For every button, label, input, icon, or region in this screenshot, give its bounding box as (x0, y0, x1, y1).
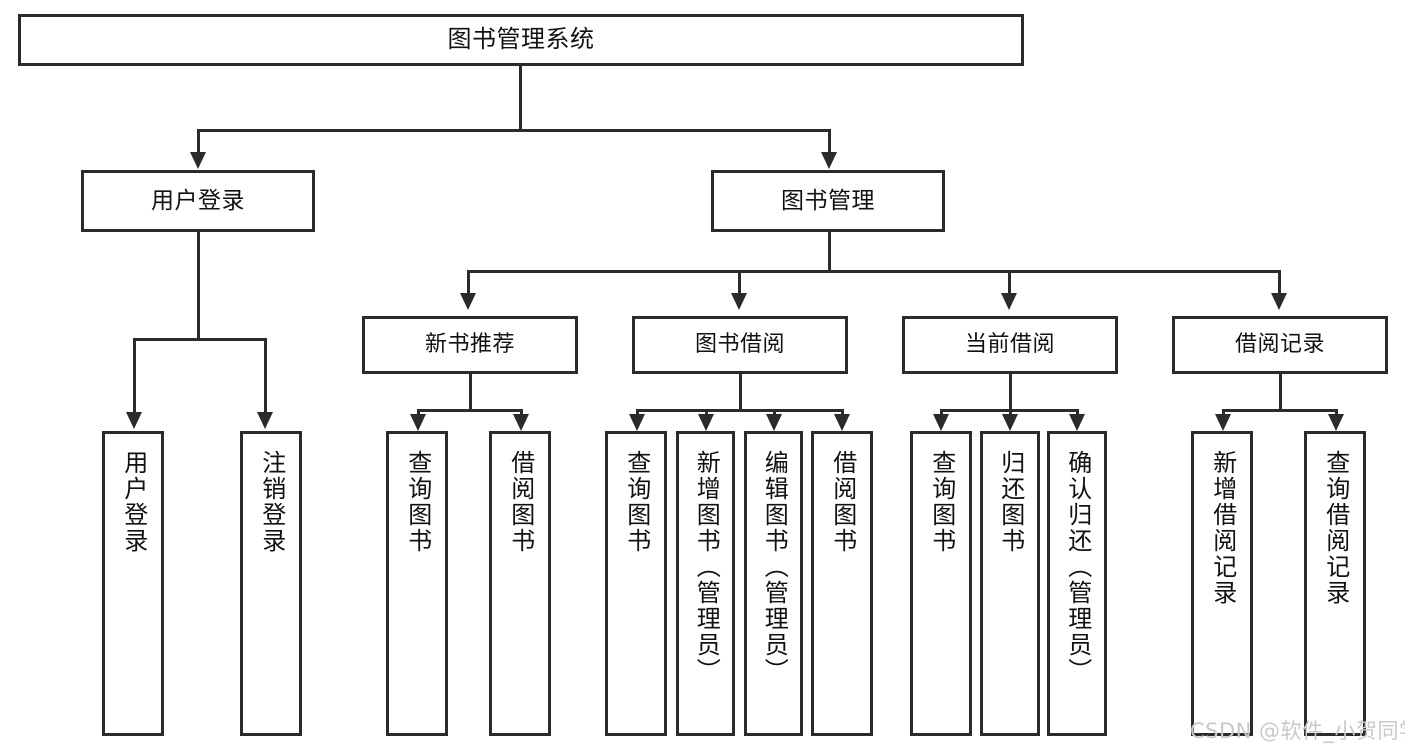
node-label: 用户登录 (119, 450, 148, 554)
node-label: 新书推荐 (424, 332, 515, 358)
node-label: 借阅记录 (1234, 332, 1325, 358)
connector-current-borrow-trunk (1009, 374, 1012, 411)
node-label: 用户登录 (151, 187, 245, 214)
connector-root-trunk (519, 66, 522, 129)
leaf-logout[interactable]: 注销登录 (240, 431, 302, 736)
leaf-rec-add-record[interactable]: 新增借阅记录 (1191, 431, 1253, 736)
connector-drop-rec-query (1335, 409, 1338, 417)
node-user-login[interactable]: 用户登录 (81, 170, 315, 232)
node-book-borrow[interactable]: 图书借阅 (632, 316, 848, 374)
arrow-leaf-logout (257, 412, 273, 429)
node-current-borrow[interactable]: 当前借阅 (902, 316, 1118, 374)
node-new-book-recommend[interactable]: 新书推荐 (362, 316, 578, 374)
connector-drop-user-login (197, 129, 200, 156)
node-label: 查询图书 (403, 450, 432, 554)
leaf-cb-query-book[interactable]: 查询图书 (910, 431, 972, 736)
node-borrow-records[interactable]: 借阅记录 (1172, 316, 1388, 374)
node-label: 新增图书（管理员） (692, 450, 721, 684)
node-label: 新增借阅记录 (1208, 450, 1237, 606)
node-label: 注销登录 (257, 450, 286, 554)
connector-drop-borrow-records (1278, 270, 1281, 296)
node-label: 图书管理 (781, 187, 875, 214)
connector-drop-bb-add (705, 409, 708, 417)
leaf-bb-add-book-admin[interactable]: 新增图书（管理员） (676, 431, 735, 736)
connector-drop-cb-return (1009, 409, 1012, 417)
node-label: 查询借阅记录 (1321, 450, 1350, 606)
connector-drop-rec-add (1222, 409, 1225, 417)
node-book-management[interactable]: 图书管理 (711, 170, 945, 232)
arrow-user-login (190, 152, 206, 169)
connector-drop-leaf-logout (264, 338, 267, 415)
connector-level2-bus (197, 129, 831, 132)
arrow-cb-query (933, 414, 949, 431)
connector-records-trunk (1279, 374, 1282, 411)
arrow-current-borrow (1001, 293, 1017, 310)
arrow-nb-borrow (513, 414, 529, 431)
leaf-user-login[interactable]: 用户登录 (102, 431, 164, 736)
node-label: 借阅图书 (506, 450, 535, 554)
leaf-cb-return-book[interactable]: 归还图书 (980, 431, 1040, 736)
connector-user-login-bus (133, 338, 264, 341)
node-label: 归还图书 (996, 450, 1025, 554)
connector-drop-bb-borrow (841, 409, 844, 417)
connector-drop-leaf-user-login (133, 338, 136, 415)
connector-drop-current-borrow (1008, 270, 1011, 296)
arrow-cb-return (1002, 414, 1018, 431)
connector-drop-new-book (467, 270, 470, 296)
leaf-bb-edit-book-admin[interactable]: 编辑图书（管理员） (744, 431, 803, 736)
node-label: 图书借阅 (694, 332, 785, 358)
arrow-new-book (460, 293, 476, 310)
leaf-nb-query-book[interactable]: 查询图书 (386, 431, 448, 736)
connector-drop-book-borrow (738, 270, 741, 296)
arrow-leaf-user-login (126, 412, 142, 429)
arrow-borrow-records (1271, 293, 1287, 310)
node-label: 借阅图书 (828, 450, 857, 554)
node-root-system[interactable]: 图书管理系统 (18, 14, 1024, 66)
connector-book-mgmt-trunk (828, 232, 831, 272)
connector-drop-cb-query (940, 409, 943, 417)
connector-records-bus (1222, 409, 1338, 412)
node-label: 查询图书 (622, 450, 651, 554)
connector-new-book-bus (417, 409, 523, 412)
node-label: 编辑图书（管理员） (760, 450, 789, 684)
node-label: 查询图书 (927, 450, 956, 554)
connector-drop-bb-query (636, 409, 639, 417)
leaf-cb-confirm-return-admin[interactable]: 确认归还（管理员） (1047, 431, 1107, 736)
connector-new-book-trunk (469, 374, 472, 411)
connector-book-borrow-bus (636, 409, 844, 412)
arrow-bb-query (629, 414, 645, 431)
connector-level3-bus (467, 270, 1281, 273)
arrow-book-borrow (731, 293, 747, 310)
node-label: 确认归还（管理员） (1063, 450, 1092, 684)
connector-drop-nb-borrow (520, 409, 523, 417)
arrow-bb-borrow (834, 414, 850, 431)
arrow-cb-confirm (1069, 414, 1085, 431)
leaf-rec-query-record[interactable]: 查询借阅记录 (1304, 431, 1366, 736)
leaf-bb-query-book[interactable]: 查询图书 (605, 431, 667, 736)
leaf-nb-borrow-book[interactable]: 借阅图书 (489, 431, 551, 736)
arrow-bb-edit (766, 414, 782, 431)
connector-drop-nb-query (417, 409, 420, 417)
arrow-rec-query (1328, 414, 1344, 431)
node-label: 图书管理系统 (447, 25, 595, 54)
arrow-bb-add (698, 414, 714, 431)
connector-drop-cb-confirm (1076, 409, 1079, 417)
arrow-rec-add (1215, 414, 1231, 431)
arrow-book-mgmt (821, 152, 837, 169)
connector-user-login-trunk (197, 232, 200, 340)
node-label: 当前借阅 (964, 332, 1055, 358)
arrow-nb-query (410, 414, 426, 431)
connector-book-borrow-trunk (739, 374, 742, 411)
connector-drop-book-mgmt (828, 129, 831, 156)
leaf-bb-borrow-book[interactable]: 借阅图书 (811, 431, 873, 736)
connector-drop-bb-edit (773, 409, 776, 417)
